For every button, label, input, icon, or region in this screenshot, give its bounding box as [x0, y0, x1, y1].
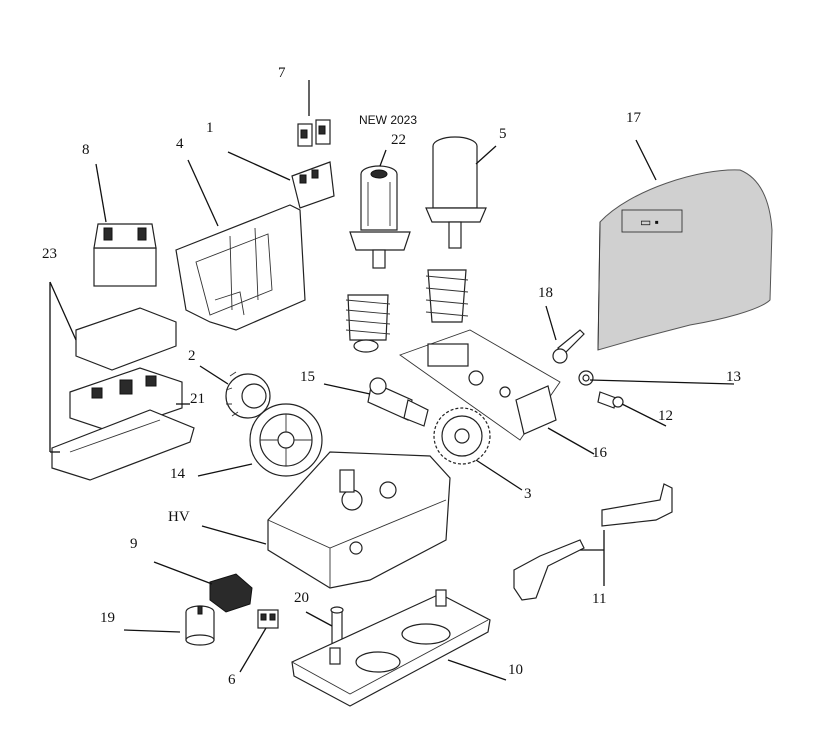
label-17: 17	[626, 110, 642, 126]
part-14-drive-wheel	[249, 403, 323, 477]
part-16-limit-switch-assembly	[399, 329, 561, 441]
label-8: 8	[82, 142, 90, 158]
label-6: 6	[228, 672, 236, 688]
part-1-terminal-block	[291, 161, 335, 209]
part-3-main-gear	[433, 407, 491, 465]
part-5-worm-shaft	[425, 269, 469, 323]
label-16: 16	[592, 445, 608, 461]
label-15: 15	[300, 369, 315, 385]
part-23-control-unit	[51, 307, 195, 481]
label-18: 18	[538, 285, 553, 301]
part-11-bracket-lower	[513, 539, 585, 601]
part-19-cylinder	[185, 605, 215, 646]
part-12-key	[597, 391, 624, 409]
cover-mark: ▭ ▪	[640, 215, 659, 229]
label-9: 9	[130, 536, 138, 552]
part-13-ring	[578, 370, 594, 386]
label-11: 11	[592, 591, 606, 607]
label-12: 12	[658, 408, 673, 424]
part-2-sprocket	[225, 371, 271, 419]
label-5: 5	[499, 126, 507, 142]
part-9-capacitor	[209, 573, 253, 613]
part-11-bracket-upper	[601, 483, 673, 527]
new-2023-tag: NEW 2023	[359, 113, 417, 127]
label-4: 4	[176, 136, 184, 152]
label-19: 19	[100, 610, 115, 626]
label-14: 14	[170, 466, 186, 482]
label-22: 22	[391, 132, 406, 148]
part-5-motor	[425, 136, 487, 249]
part-15-shaft	[367, 377, 429, 427]
part-labels: NEW 2023 7 1 4 22 5 17 8 23 2 21 15 18 1…	[42, 65, 741, 688]
label-hv: HV	[168, 509, 190, 525]
part-18-release-lever	[552, 329, 585, 364]
label-20: 20	[294, 590, 309, 606]
label-3: 3	[524, 486, 532, 502]
part-22-worm-shaft	[345, 294, 391, 353]
leader-lines	[49, 80, 735, 681]
part-22-motor-new	[349, 165, 411, 269]
label-10: 10	[508, 662, 523, 678]
label-7: 7	[278, 65, 286, 81]
part-17-cover: ▭ ▪	[597, 169, 773, 351]
label-21: 21	[190, 391, 205, 407]
label-13: 13	[726, 369, 741, 385]
label-23: 23	[42, 246, 57, 262]
part-10-base-plate	[291, 589, 491, 707]
label-1: 1	[206, 120, 214, 136]
part-6-terminal	[257, 609, 279, 629]
label-2: 2	[188, 348, 196, 364]
part-7-connector	[297, 119, 331, 147]
part-8-transformer	[93, 223, 157, 287]
part-4-frame	[175, 204, 306, 331]
part-hv-housing	[267, 451, 451, 589]
